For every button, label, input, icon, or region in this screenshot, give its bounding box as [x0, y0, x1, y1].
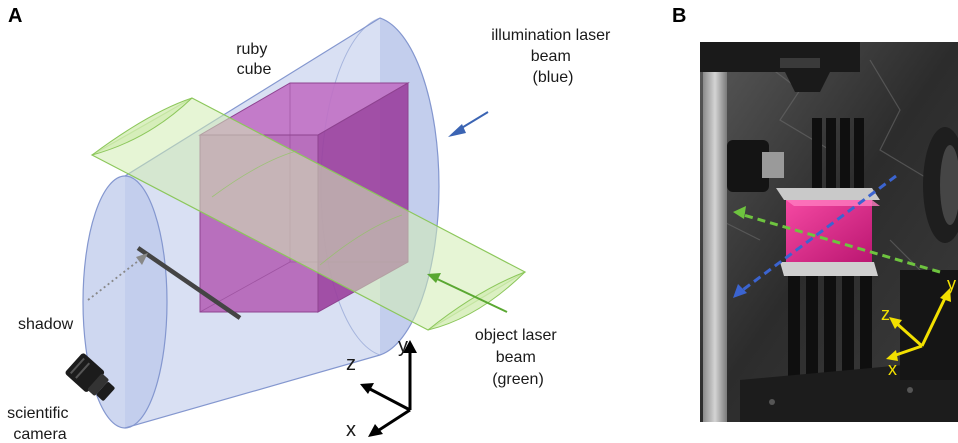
illumination-pointer-arrow: [448, 111, 489, 137]
shadow-label: shadow: [18, 316, 74, 333]
scientific-camera-icon: [65, 353, 115, 401]
experiment-photo: [700, 42, 958, 422]
ruby-cube-label: ruby cube: [236, 41, 272, 78]
axis-z-label-b: z: [881, 304, 890, 324]
panel-a-label: A: [8, 5, 22, 27]
panel-b-label: B: [672, 5, 686, 27]
coordinate-axes-a: [360, 340, 417, 437]
shadow-bar: [136, 246, 242, 320]
object-beam-label: object laser beam (green): [475, 327, 561, 388]
shadow-pointer-arrow: [87, 253, 148, 301]
object-beam-pointer-arrow: [427, 273, 508, 313]
axis-x-label-a: x: [346, 419, 356, 441]
axis-z-label-a: z: [346, 353, 356, 375]
axis-x-label-b: x: [888, 359, 897, 379]
axis-y-label-b: y: [947, 274, 956, 294]
camera-label: scientific camera: [7, 405, 73, 443]
illumination-beam-label: illumination laser beam (blue): [491, 27, 615, 86]
axis-y-label-a: y: [398, 335, 408, 357]
object-beam-sheet: [90, 97, 527, 331]
